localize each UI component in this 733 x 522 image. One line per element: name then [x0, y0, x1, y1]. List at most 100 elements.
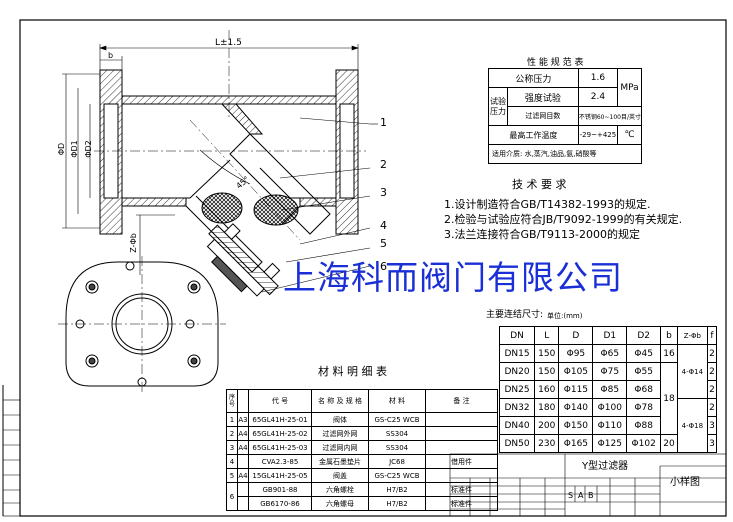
table-row: DN40 200 Φ150 Φ110 Φ88 3	[498, 416, 718, 435]
stage-mark-s: S	[568, 491, 574, 500]
bom-cell: 65GL41H-25-02	[248, 426, 312, 441]
callout-4: 4	[380, 219, 387, 232]
connection-header-row: DN L D D1 D2 b Z-Φb f	[498, 326, 718, 345]
conn-cell: Φ110	[592, 416, 628, 435]
conn-cell: Φ150	[558, 416, 594, 435]
bom-cell	[425, 468, 498, 483]
conn-cell: 150	[534, 344, 560, 363]
conn-cell: DN40	[498, 416, 536, 435]
requirement-3: 3.法兰连接符合GB/T9113-2000的规定	[444, 228, 640, 241]
drawing-type: 小样图	[670, 477, 700, 488]
conn-cell: Φ100	[592, 398, 628, 417]
bom-cell: 阀体	[311, 412, 369, 427]
conn-cell: 2	[706, 398, 718, 417]
diameter-d-label: ΦD	[57, 142, 67, 156]
bom-cell: GS-C25 WCB	[368, 468, 426, 483]
bom-cell: 借用件	[425, 454, 498, 469]
performance-title: 性 能 规 范 表	[527, 58, 584, 68]
bom-cell: A3	[237, 412, 249, 427]
conn-header-l: L	[534, 326, 560, 345]
bom-header-code: 代 号	[248, 389, 312, 413]
perf-strength-test-value: 2.4	[577, 87, 619, 107]
bom-cell: H7/B2	[368, 496, 426, 511]
conn-cell: Φ65	[592, 344, 628, 363]
bom-cell: 3	[226, 440, 238, 455]
conn-header-d: D	[558, 326, 594, 345]
callout-3: 3	[380, 186, 387, 199]
stage-mark-a: A	[578, 491, 584, 500]
length-dimension-label: L±1.5	[215, 38, 242, 48]
bom-cell	[237, 454, 249, 469]
left-flange	[99, 69, 123, 235]
margin-stamp-boxes	[2, 399, 21, 517]
screen-mesh-right	[253, 194, 299, 226]
connection-unit: 单位:(mm)	[547, 312, 583, 320]
bom-cell: 1	[226, 412, 238, 427]
bom-cell: 15GL41H-25-05	[248, 468, 312, 483]
conn-cell: Φ115	[558, 380, 594, 399]
conn-cell: Φ165	[558, 434, 594, 453]
diameter-d2-label: ΦD2	[83, 140, 93, 158]
callout-5: 5	[380, 237, 387, 250]
perf-mesh-value: 不锈钢60~100目/英寸	[577, 106, 643, 126]
bom-cell: GB6170-86	[248, 496, 312, 511]
conn-header-dn: DN	[498, 326, 536, 345]
conn-cell: Φ55	[626, 362, 662, 381]
perf-nominal-pressure-value: 1.6	[577, 68, 619, 88]
bom-cell: 六角螺母	[311, 496, 369, 511]
conn-cell: DN32	[498, 398, 536, 417]
bom-cell: 六角螺栓	[311, 482, 369, 497]
bom-header-remark: 备 注	[425, 389, 498, 413]
bom-cell: 5	[226, 468, 238, 483]
requirement-1: 1.设计制造符合GB/T14382-1993的规定.	[444, 198, 651, 211]
angle-dimension	[136, 149, 251, 275]
bom-cell	[237, 482, 249, 497]
conn-cell: 16	[660, 344, 678, 363]
conn-cell: Φ88	[626, 416, 662, 435]
screen-mesh-left	[201, 192, 243, 224]
bom-cell: JC68	[368, 454, 426, 469]
requirements-title: 技 术 要 求	[512, 178, 567, 191]
conn-cell: Φ75	[592, 362, 628, 381]
conn-cell: DN50	[498, 434, 536, 453]
perf-strength-test-label: 强度试验	[507, 87, 579, 107]
perf-max-temp-label: 最高工作温度	[488, 125, 579, 145]
conn-cell: 160	[534, 380, 560, 399]
bom-cell: A4	[237, 426, 249, 441]
bom-cell: 过滤网内网	[311, 440, 369, 455]
bom-cell: 6	[226, 482, 238, 511]
conn-cell: 180	[534, 398, 560, 417]
bonnet	[206, 223, 281, 297]
bom-header-row: 序号 代 号 名 称 及 规 格 材 料 备 注	[226, 389, 498, 413]
dimension-diameters	[62, 73, 100, 229]
requirement-2: 2.检验与试验应符合JB/T9092-1999的有关规定.	[444, 213, 683, 226]
bom-cell: GB901-88	[248, 482, 312, 497]
product-name: Y型过滤器	[582, 461, 629, 472]
conn-cell: 150	[534, 362, 560, 381]
bom-cell: 65GL41H-25-01	[248, 412, 312, 427]
bom-cell: 标准件	[425, 496, 498, 511]
perf-pressure-unit: MPa	[617, 68, 642, 107]
conn-cell: 3	[706, 416, 718, 435]
conn-header-d1: D1	[592, 326, 628, 345]
bom-cell: A4	[237, 440, 249, 455]
conn-cell: Φ105	[558, 362, 594, 381]
conn-cell: 18	[660, 362, 678, 435]
conn-cell: Φ68	[626, 380, 662, 399]
conn-cell: Φ140	[558, 398, 594, 417]
bom-cell: 65GL41H-25-03	[248, 440, 312, 455]
bom-cell: CVA2.3-85	[248, 454, 312, 469]
flange-plan-view	[58, 256, 226, 394]
bom-cell	[425, 440, 498, 455]
bom-cell: SS304	[368, 426, 426, 441]
bom-cell: GS-C25 WCB	[368, 412, 426, 427]
perf-media: 适用介质: 水,蒸汽,油品,氨,硝酸等	[488, 144, 642, 164]
conn-header-d2: D2	[626, 326, 662, 345]
conn-cell: 2	[706, 362, 718, 381]
perf-max-temp-value: -29~+425	[577, 125, 619, 145]
